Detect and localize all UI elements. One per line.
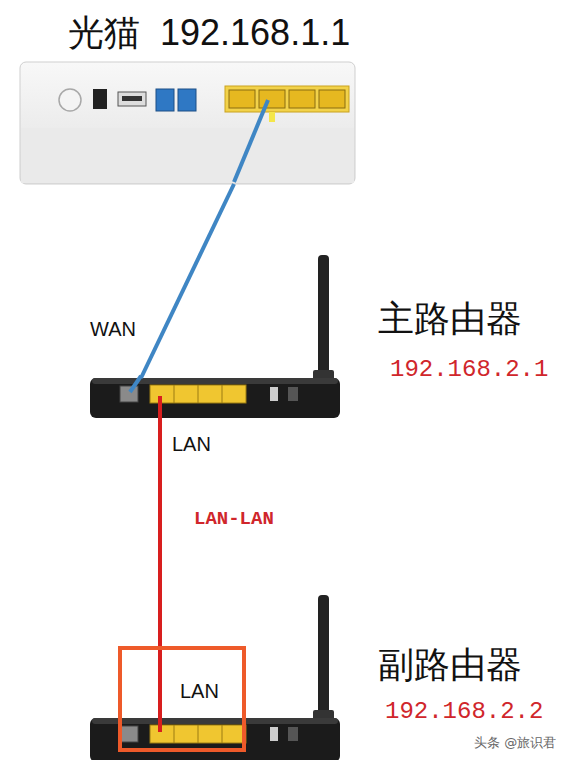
network-cable: [158, 418, 162, 646]
cable-end: [158, 396, 162, 420]
sub-router: 副路由器192.168.2.2LAN: [90, 718, 340, 760]
router-body: [90, 595, 340, 760]
cable-end: [130, 376, 141, 392]
device-name: 主路由器: [378, 298, 522, 339]
port-label: LAN: [180, 680, 219, 703]
ip-address: 192.168.2.2: [385, 698, 543, 726]
network-cable: [141, 184, 234, 378]
port-label: LAN: [172, 433, 211, 456]
edge-label: LAN-LAN: [194, 509, 274, 531]
device-name: 光猫: [68, 12, 140, 53]
modem-body: [20, 62, 355, 184]
cable-end: [158, 644, 162, 732]
main-router: 主路由器192.168.2.1: [90, 378, 340, 418]
ip-address: 192.168.1.1: [160, 12, 350, 53]
watermark: 头条 @旅识君: [474, 736, 556, 751]
ip-address: 192.168.2.1: [390, 356, 548, 384]
optical-modem: 光猫192.168.1.1: [20, 62, 355, 184]
device-name: 副路由器: [378, 644, 522, 685]
port-label: WAN: [90, 318, 136, 341]
router-body: [90, 255, 340, 418]
highlight-box: LAN: [118, 646, 246, 752]
cable-end: [234, 100, 268, 182]
